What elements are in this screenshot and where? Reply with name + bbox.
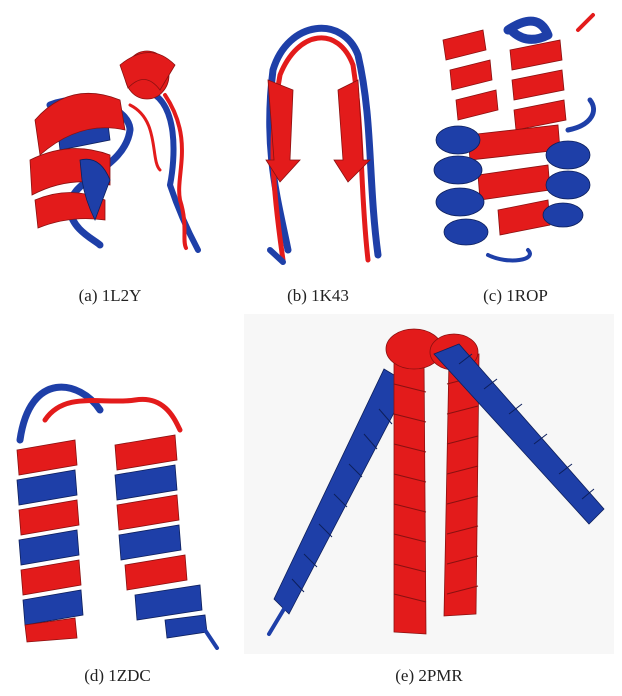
- panel-2pmr: [244, 314, 614, 654]
- panel-1k43: [248, 10, 388, 270]
- panel-1rop: [428, 10, 603, 270]
- panel-1zdc: [5, 370, 230, 650]
- protein-structure-1rop: [428, 10, 603, 270]
- caption-2pmr: (e) 2PMR: [244, 666, 614, 686]
- protein-structure-1k43: [248, 10, 388, 270]
- caption-1k43: (b) 1K43: [248, 286, 388, 306]
- panel-1l2y: [10, 10, 210, 260]
- caption-1l2y: (a) 1L2Y: [10, 286, 210, 306]
- protein-structure-1zdc: [5, 370, 230, 650]
- protein-structure-1l2y: [10, 10, 210, 260]
- caption-1zdc: (d) 1ZDC: [10, 666, 225, 686]
- caption-1rop: (c) 1ROP: [428, 286, 603, 306]
- protein-structure-2pmr: [244, 314, 614, 654]
